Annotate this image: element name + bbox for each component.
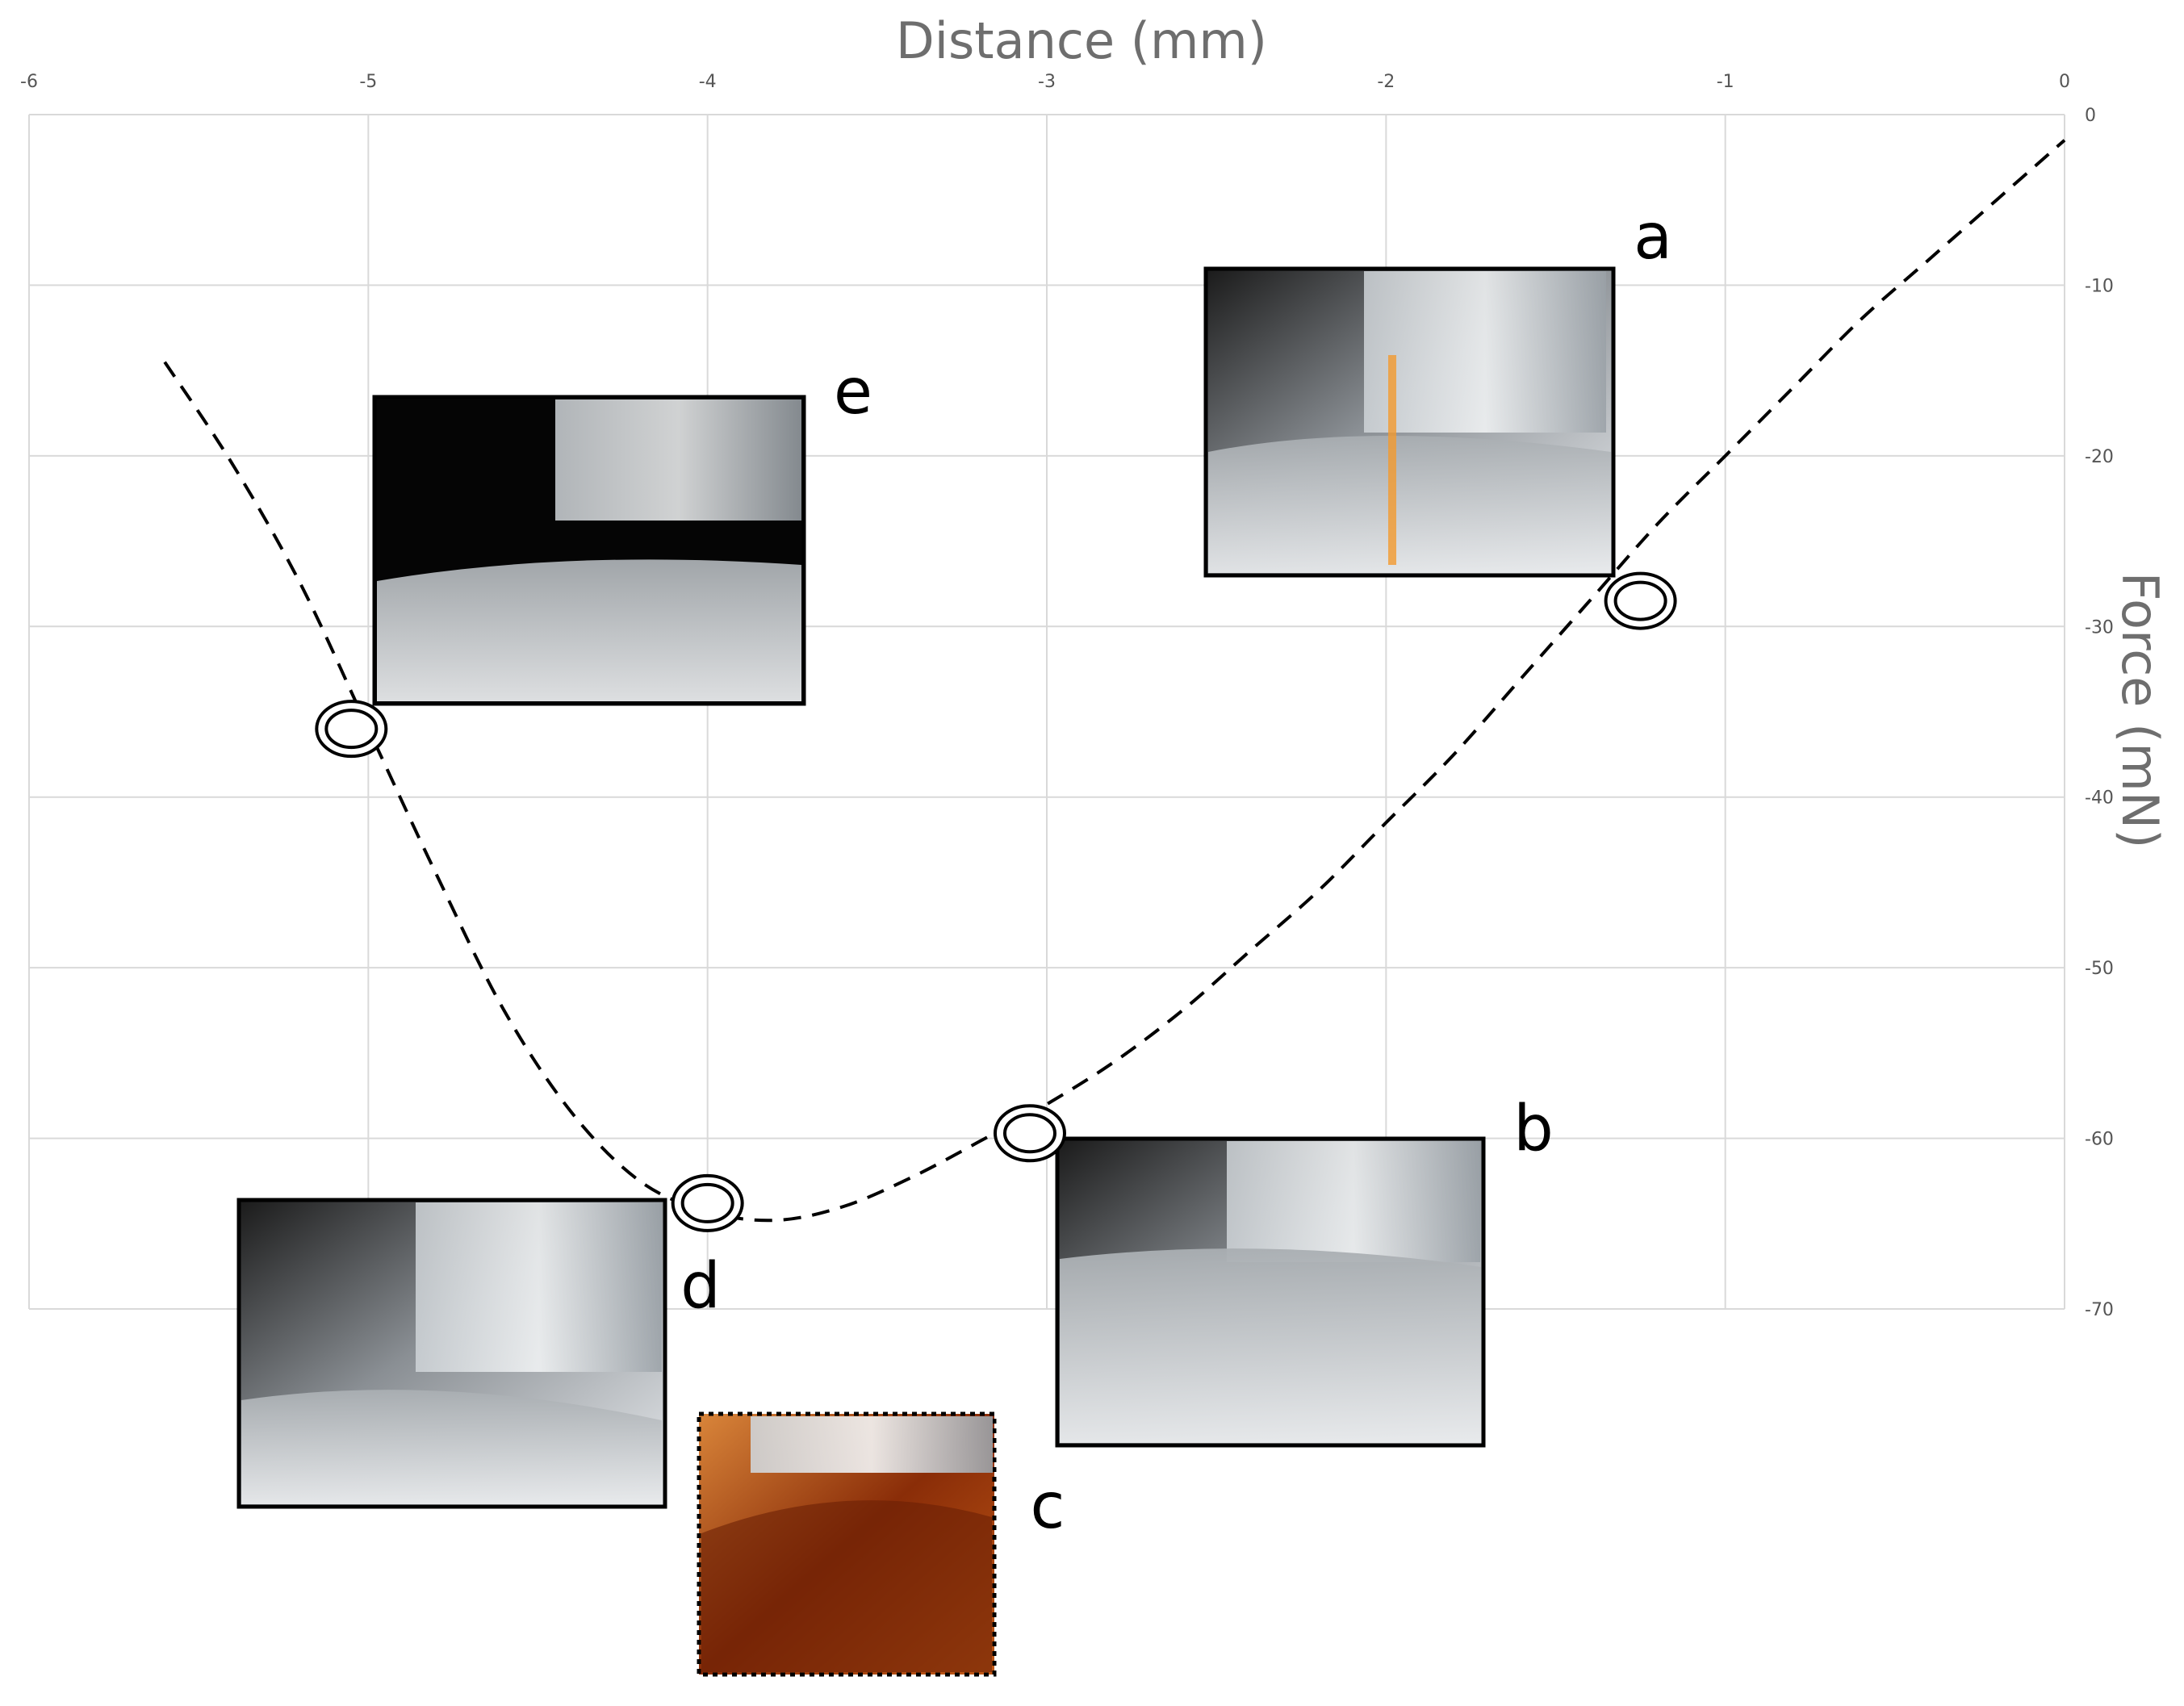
y-tick-label: -40 [2085,788,2114,809]
panel-letter-c: c [1031,1470,1065,1543]
x-tick-label: -6 [20,72,38,92]
inset-photo-a [1203,266,1616,578]
y-tick-label: -70 [2085,1300,2114,1320]
y-tick-label: 0 [2085,106,2096,126]
marker-inner-ring [1002,1113,1056,1154]
inset-photo-b [1055,1136,1486,1448]
x-tick-label: 0 [2059,72,2070,92]
x-tick-label: -5 [359,72,377,92]
marker-inner-ring [680,1182,734,1223]
inset-photo-e [372,395,806,706]
y-axis-title: Force (mN) [2111,572,2169,849]
inset-photo-c [697,1411,997,1677]
y-tick-label: -10 [2085,276,2114,296]
marker-inner-ring [324,709,379,750]
marker-inner-ring [1613,580,1667,621]
panel-letter-b: b [1513,1093,1554,1165]
y-tick-label: -50 [2085,959,2114,979]
x-tick-labels: -6 -5 -4 -3 -2 -1 0 [20,72,2070,92]
y-tick-labels: 0 -10 -20 -30 -40 -50 -60 -70 [2085,106,2114,1320]
x-tick-label: -1 [1717,72,1734,92]
inset-photo-d [236,1198,667,1509]
y-tick-label: -60 [2085,1130,2114,1150]
y-tick-label: -30 [2085,617,2114,638]
panel-letter-e: e [834,356,872,429]
x-tick-label: -4 [699,72,717,92]
panel-letter-a: a [1634,201,1672,274]
y-tick-label: -20 [2085,447,2114,467]
x-tick-label: -3 [1038,72,1056,92]
curve-markers [315,571,1677,1232]
x-axis-title: Distance (mm) [896,11,1267,70]
panel-letter-d: d [680,1250,721,1323]
x-tick-label: -2 [1377,72,1395,92]
panel-letters: a b c d e [680,201,1672,1543]
